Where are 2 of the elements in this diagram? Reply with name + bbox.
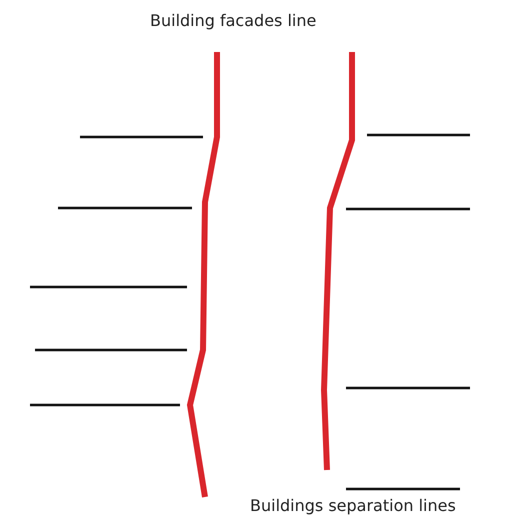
caption-text: Buildings separation lines bbox=[250, 496, 456, 515]
caption-text: Building facades line bbox=[150, 11, 316, 30]
